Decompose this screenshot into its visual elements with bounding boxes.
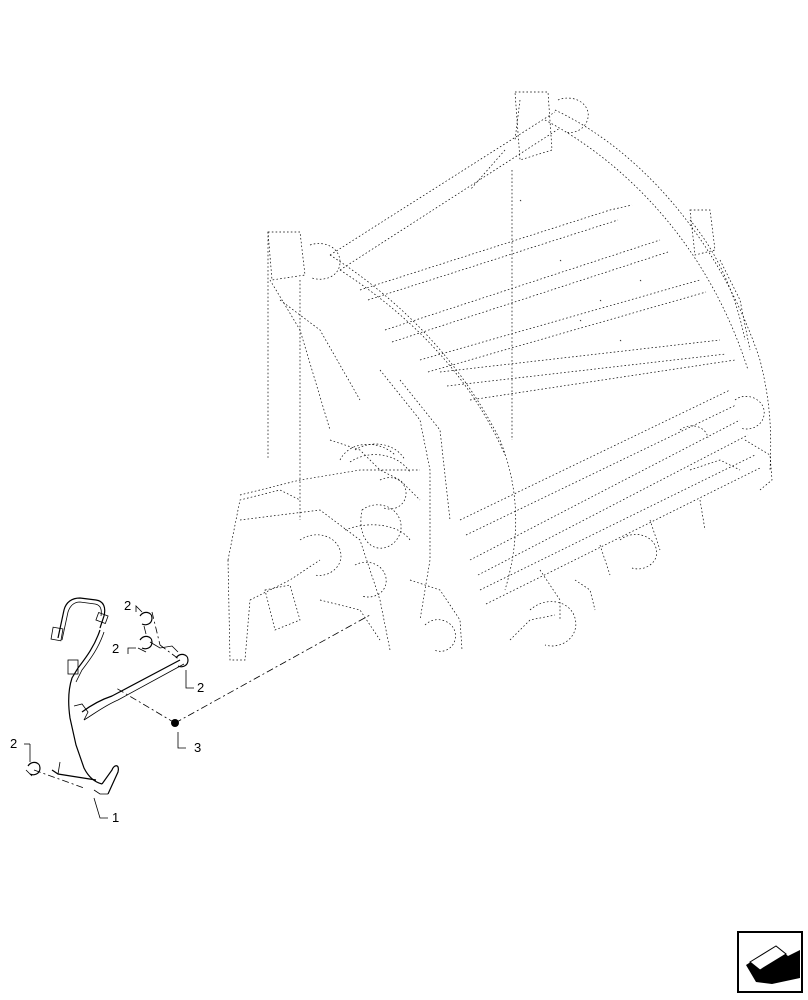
leader-lines: [33, 611, 371, 789]
clip-2b: [137, 635, 153, 653]
callout-1: 1: [112, 810, 119, 825]
clip-2a: [139, 611, 153, 635]
callout-2-top: 2: [124, 598, 131, 613]
callout-2-right: 2: [197, 680, 204, 695]
callout-ticks: [24, 605, 194, 819]
callout-2-left: 2: [10, 736, 17, 751]
callout-2-mid: 2: [112, 641, 119, 656]
harness-assembly: [50, 597, 185, 795]
clip-2c: [175, 653, 189, 668]
navigation-arrow-icon: [737, 931, 803, 993]
clip-2d: [25, 761, 41, 777]
baler-frame: [227, 91, 773, 661]
callout-3: 3: [194, 740, 201, 755]
